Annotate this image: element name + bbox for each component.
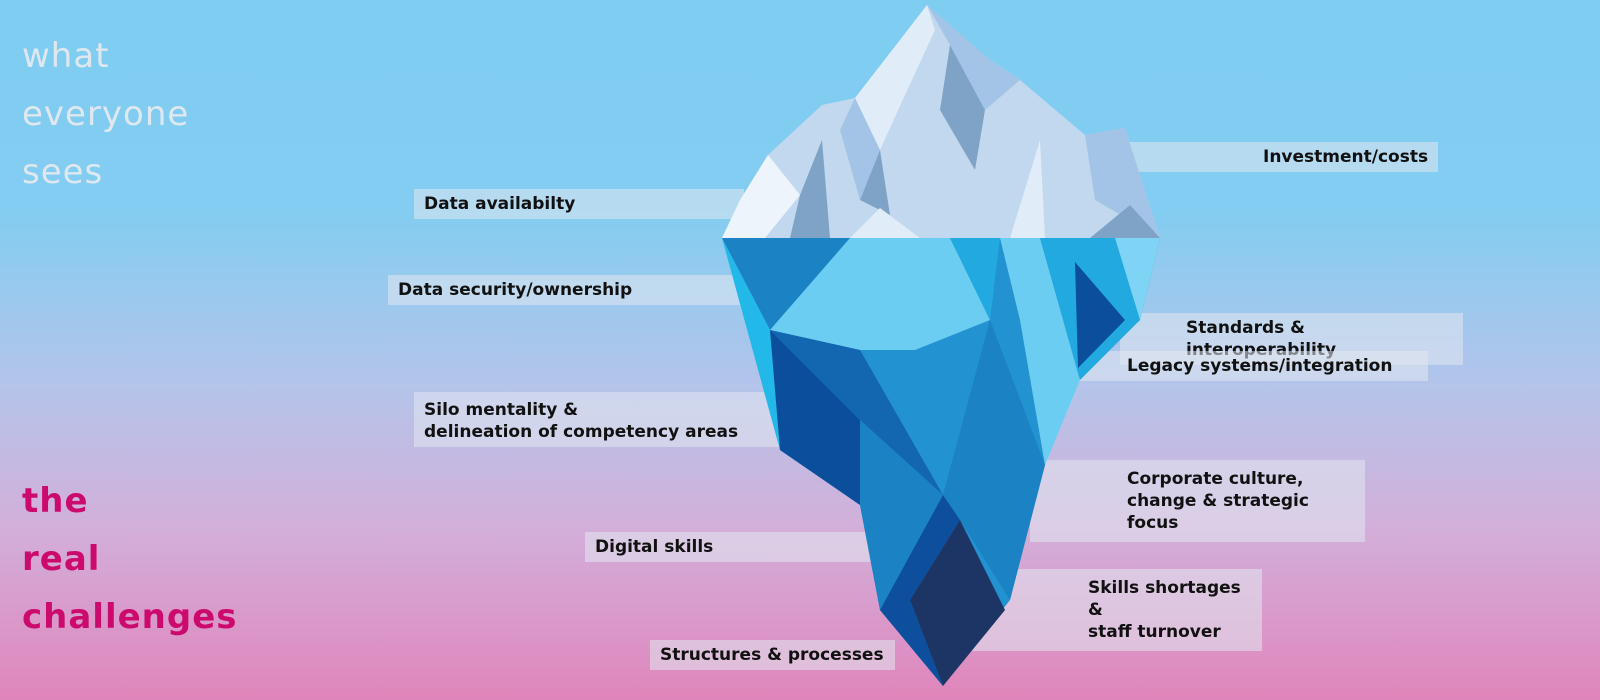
heading-line: what xyxy=(22,36,110,76)
iceberg-tip xyxy=(722,5,1160,238)
label-corporate-culture: Corporate culture,change & strategic foc… xyxy=(1030,460,1365,542)
label-text: Silo mentality & xyxy=(424,400,579,420)
label-digital-skills: Digital skills xyxy=(585,532,875,562)
label-skills-shortages: Skills shortages &staff turnover xyxy=(970,569,1262,651)
iceberg-underwater xyxy=(722,238,1160,686)
label-structures-processes: Structures & processes xyxy=(650,640,895,670)
label-investment-costs: Investment/costs xyxy=(1125,142,1438,172)
label-text: Investment/costs xyxy=(1263,147,1429,167)
label-text: change & strategic focus xyxy=(1127,491,1309,533)
heading-line: challenges xyxy=(22,597,238,637)
heading-line: everyone xyxy=(22,94,190,134)
label-data-availability: Data availabilty xyxy=(414,189,744,219)
label-text: delineation of competency areas xyxy=(424,422,739,442)
heading-line: the xyxy=(22,481,89,521)
heading-what-everyone-sees: what everyone sees xyxy=(22,27,189,201)
label-text: Legacy systems/integration xyxy=(1127,356,1393,376)
label-text: Structures & processes xyxy=(660,645,884,665)
label-data-security: Data security/ownership xyxy=(388,275,744,305)
label-text: Skills shortages & xyxy=(1088,578,1241,620)
label-text: Digital skills xyxy=(595,537,714,557)
heading-line: sees xyxy=(22,152,104,192)
label-legacy-systems: Legacy systems/integration xyxy=(1070,351,1428,381)
heading-line: real xyxy=(22,539,101,579)
label-text: Data security/ownership xyxy=(398,280,633,300)
heading-the-real-challenges: the real challenges xyxy=(22,472,238,646)
label-text: staff turnover xyxy=(1088,622,1221,642)
label-silo-mentality: Silo mentality &delineation of competenc… xyxy=(414,392,784,447)
label-text: Corporate culture, xyxy=(1127,469,1304,489)
label-text: Data availabilty xyxy=(424,194,576,214)
